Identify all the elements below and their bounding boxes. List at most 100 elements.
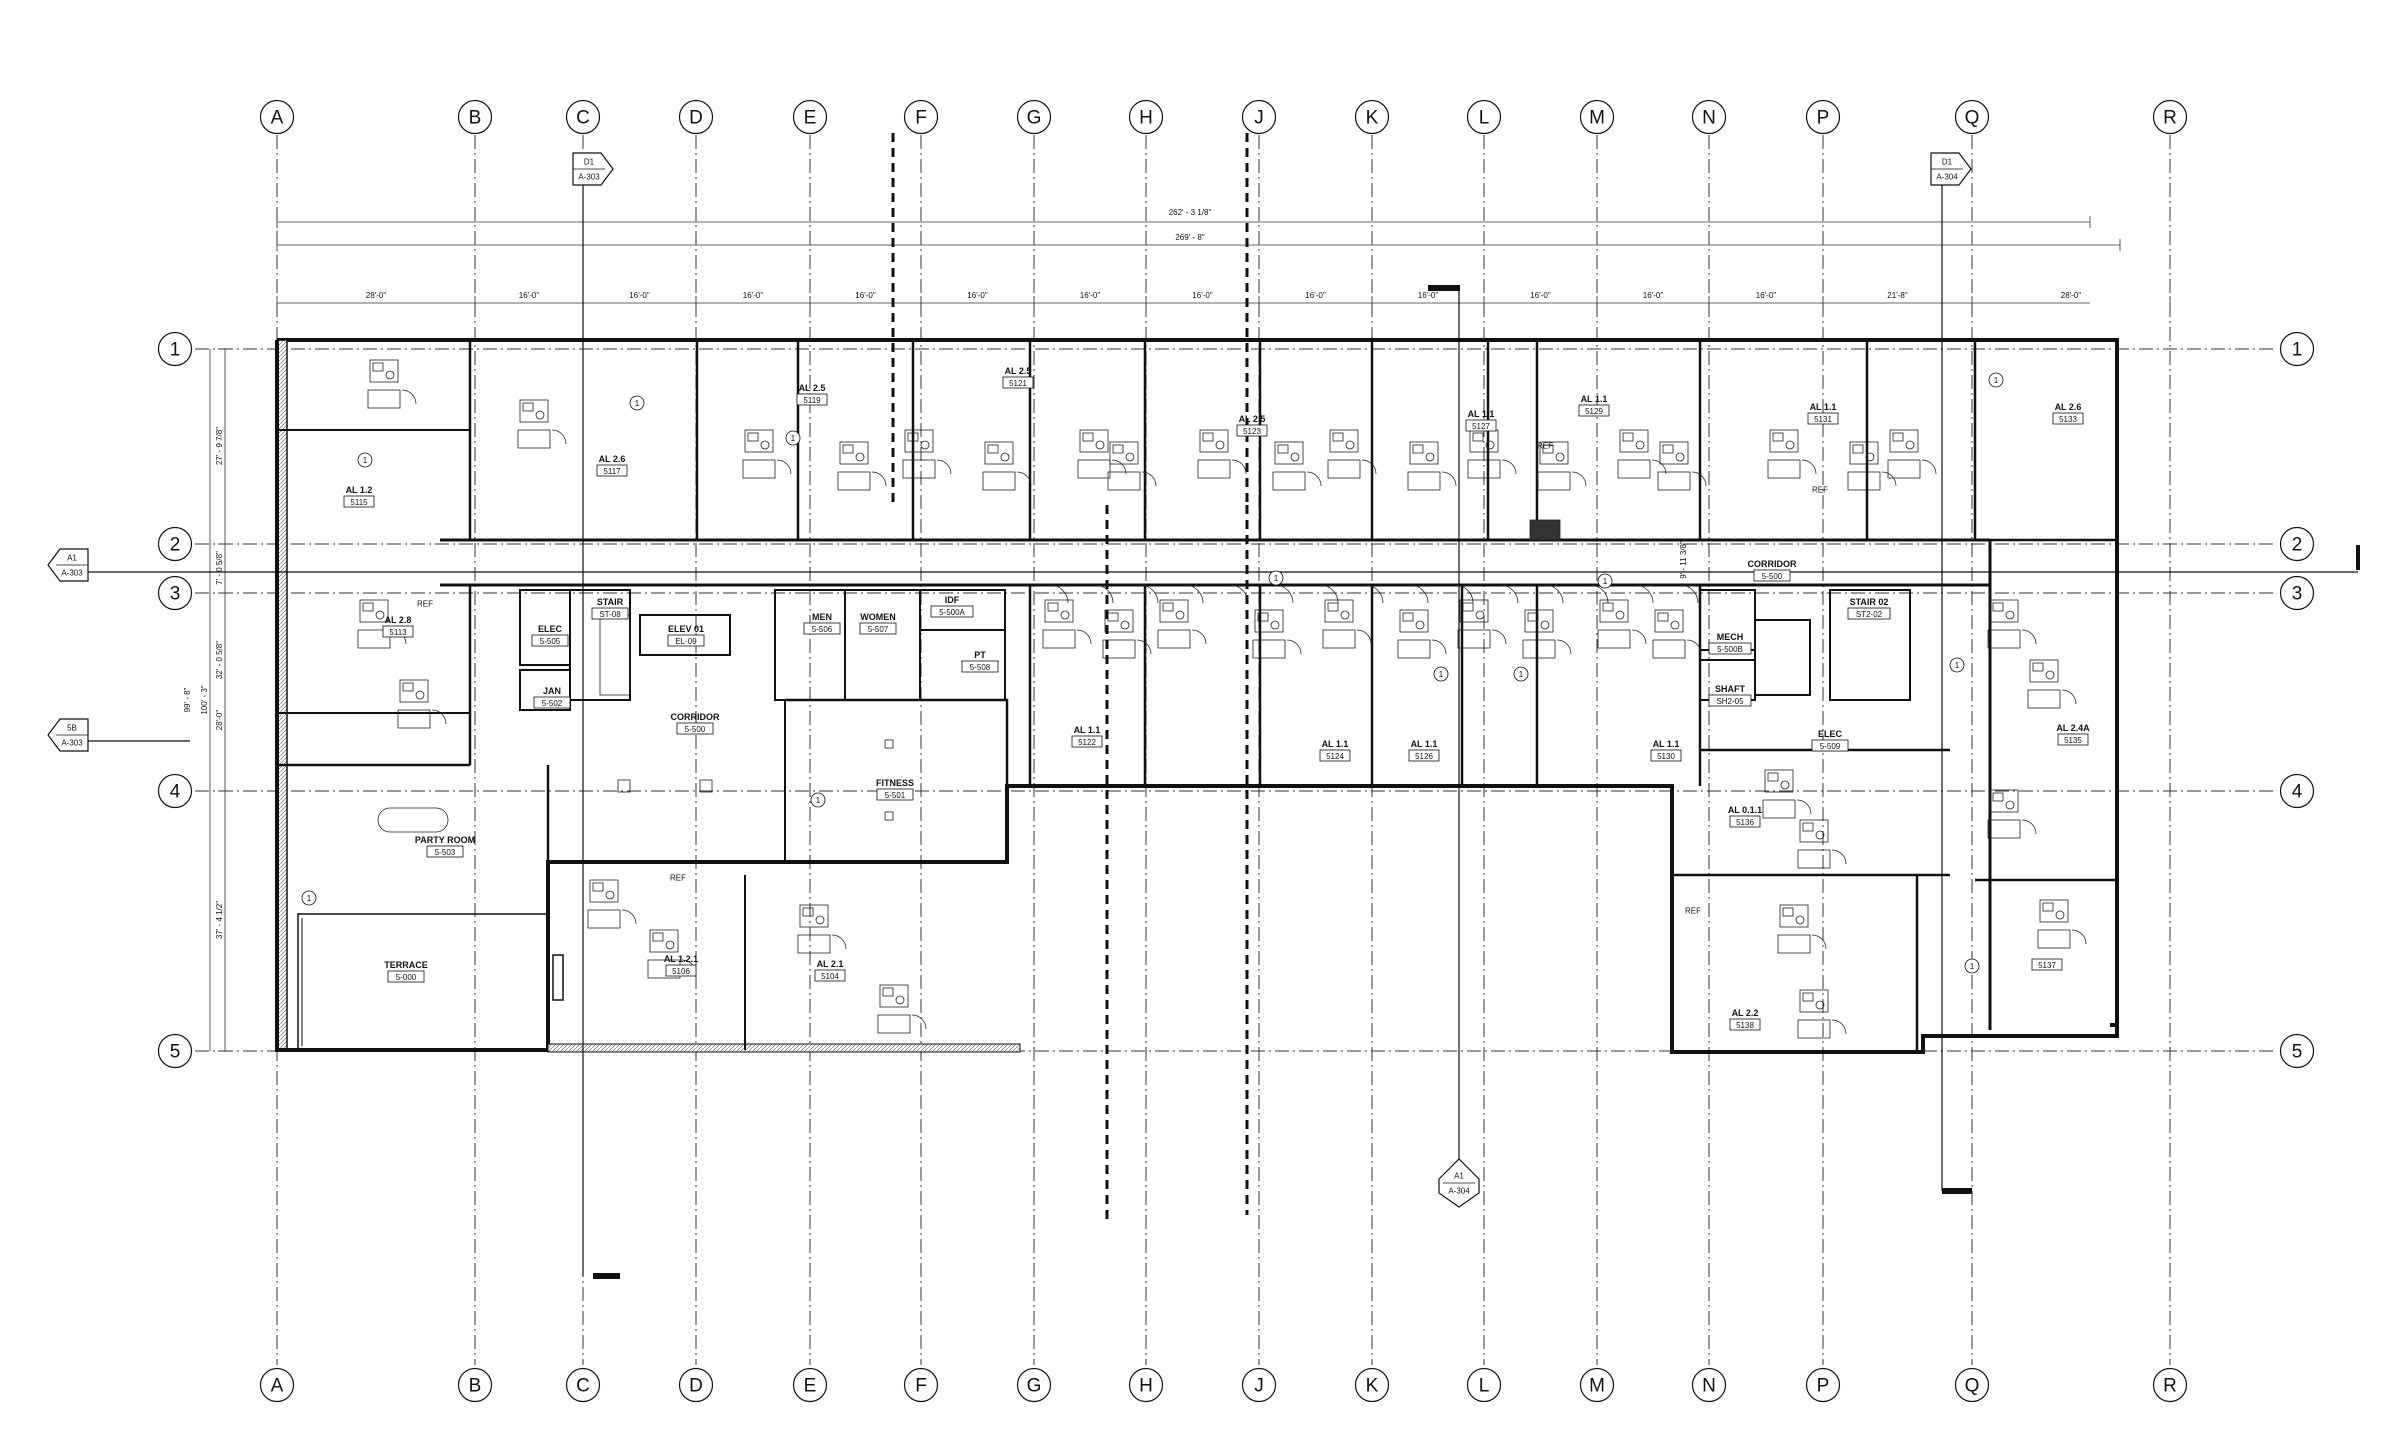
dim-column-12: 16'-0" — [1643, 291, 1664, 300]
unit-type-tag: 1 — [629, 395, 645, 411]
grid-bubble-top-d: D — [678, 99, 714, 135]
section-marker-name: 5B — [67, 724, 77, 733]
grid-bubble-right-3-label: 3 — [2292, 584, 2303, 605]
unit-type-number: 1 — [635, 399, 640, 408]
room-name: CORRIDOR — [1748, 559, 1797, 569]
unit-type-number: 1 — [1439, 670, 1444, 679]
grid-bubble-bottom-r-label: R — [2163, 1376, 2177, 1397]
room-name: SHAFT — [1715, 684, 1745, 694]
grid-bubble-top-j-label: J — [1254, 108, 1264, 129]
dim-column-15: 28'-0" — [2061, 291, 2082, 300]
room-number: 5-508 — [970, 663, 991, 672]
room-name: AL 2.6 — [2055, 402, 2082, 412]
room-number: 5124 — [1326, 752, 1344, 761]
room-name: AL 2.2 — [1732, 1008, 1759, 1018]
grid-bubble-right-4-label: 4 — [2292, 782, 2303, 803]
matchlines — [891, 133, 1249, 1222]
grid-bubble-top-q-label: Q — [1965, 108, 1980, 129]
grid-bubble-bottom-m: M — [1579, 1367, 1615, 1403]
room-name: MEN — [812, 612, 832, 622]
grid-bubble-bottom-a-label: A — [271, 1376, 284, 1397]
ref-label: REF — [1537, 442, 1553, 451]
dimension-strings — [209, 216, 2171, 1052]
dim-vertical-3: 9' - 11 3/8" — [1679, 541, 1688, 579]
grid-bubble-right-4: 4 — [2279, 773, 2315, 809]
room-number: SH2-05 — [1716, 697, 1744, 706]
room-name: JAN — [543, 686, 561, 696]
room-number: 5-000 — [396, 973, 417, 982]
room-number: 5129 — [1585, 407, 1603, 416]
room-name: AL 0.1.1 — [1728, 805, 1762, 815]
unit-type-number: 1 — [791, 434, 796, 443]
grid-bubble-top-n-label: N — [1702, 108, 1716, 129]
room-name: STAIR — [597, 597, 624, 607]
grid-bubble-top-d-label: D — [689, 108, 703, 129]
grid-bubble-left-1-label: 1 — [170, 340, 181, 361]
ref-label: REF — [1685, 907, 1701, 916]
grid-bubble-bottom-c: C — [565, 1367, 601, 1403]
dim-column-8: 16'-0" — [1192, 291, 1213, 300]
ref-label: REF — [417, 600, 433, 609]
section-marker-name: A1 — [67, 554, 77, 563]
dim-row-4: 28'-0" — [215, 710, 224, 731]
grid-bubble-bottom-m-label: M — [1589, 1376, 1605, 1397]
room-number: 5-502 — [542, 699, 563, 708]
grid-bubble-right-5-label: 5 — [2292, 1042, 2303, 1063]
south-balcony — [547, 1043, 1021, 1053]
room-number: 5122 — [1078, 738, 1096, 747]
grid-bubble-top-f-label: F — [915, 108, 927, 129]
dim-overall-2: 269' - 8" — [1175, 233, 1204, 242]
grid-bubble-top-p: P — [1805, 99, 1841, 135]
grid-bubble-bottom-p: P — [1805, 1367, 1841, 1403]
room-name: FITNESS — [876, 778, 914, 788]
room-name: AL 1.2 — [346, 485, 373, 495]
room-number: 5106 — [672, 967, 690, 976]
grid-bubble-bottom-l: L — [1466, 1367, 1502, 1403]
room-number: 5-500B — [1717, 645, 1743, 654]
unit-type-tag: 1 — [1433, 666, 1449, 682]
section-marker-5: A1A-304 — [1438, 1158, 1480, 1208]
ref-label: REF — [670, 874, 686, 883]
room-name: PT — [974, 650, 986, 660]
grid-bubble-bottom-j-label: J — [1254, 1376, 1264, 1397]
grid-bubble-bottom-a: A — [259, 1367, 295, 1403]
grid-bubble-right-1: 1 — [2279, 331, 2315, 367]
dim-vertical-1: 99' - 8" — [183, 687, 192, 712]
unit-type-tag: 1 — [301, 890, 317, 906]
wall-feature — [552, 954, 564, 1001]
grid-bubble-top-h: H — [1128, 99, 1164, 135]
dim-vertical-2: 100' - 3" — [200, 685, 209, 714]
room-name: AL 1.1 — [1581, 394, 1608, 404]
grid-bubble-top-g-label: G — [1027, 108, 1042, 129]
dim-row-1: 27' - 9 7/8" — [215, 427, 224, 465]
grid-bubble-top-l-label: L — [1479, 108, 1490, 129]
dim-row-2: 7' - 0 5/8" — [215, 551, 224, 585]
room-number: EL-09 — [675, 637, 697, 646]
room-number: 5117 — [603, 467, 621, 476]
grid-bubble-bottom-e: E — [792, 1367, 828, 1403]
room-name: AL 1.2.1 — [664, 954, 698, 964]
section-marker-2: D1A-304 — [1930, 152, 1972, 186]
room-number: 5131 — [1814, 415, 1832, 424]
women-room — [844, 589, 921, 701]
section-marker-4: 5BA-303 — [47, 718, 89, 752]
dim-column-9: 16'-0" — [1305, 291, 1326, 300]
dim-column-2: 16'-0" — [519, 291, 540, 300]
grid-bubble-top-n: N — [1691, 99, 1727, 135]
building-walls — [275, 338, 2119, 1054]
room-name: AL 1.1 — [1810, 402, 1837, 412]
